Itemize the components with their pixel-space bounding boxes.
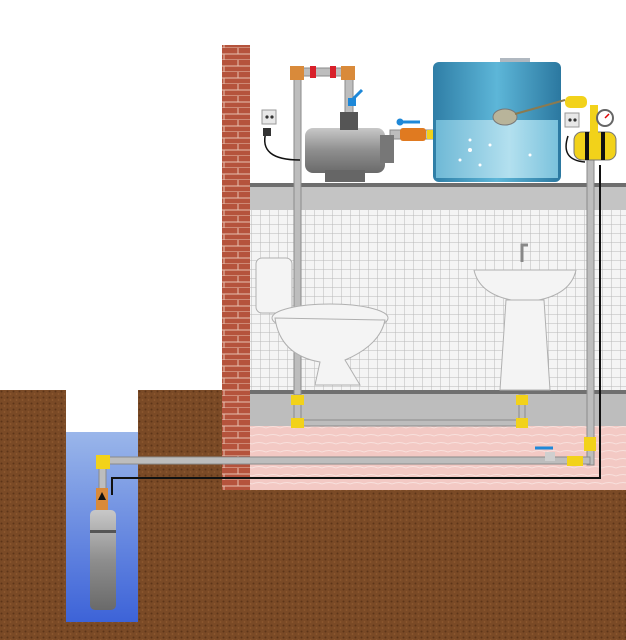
pump-cable [111,165,601,495]
toilet-icon [255,257,389,386]
socket-icon [261,109,586,163]
submersible-pump [90,488,116,610]
shelf [250,183,626,210]
tiled-wall [250,210,626,390]
pressure-controller [573,105,617,161]
float-icon [492,108,518,126]
sink-icon [473,243,577,391]
valve-icon [348,88,555,461]
surface-pump [305,112,394,182]
storage-tank [433,58,566,182]
fittings [96,66,596,469]
brick-wall [222,45,250,490]
